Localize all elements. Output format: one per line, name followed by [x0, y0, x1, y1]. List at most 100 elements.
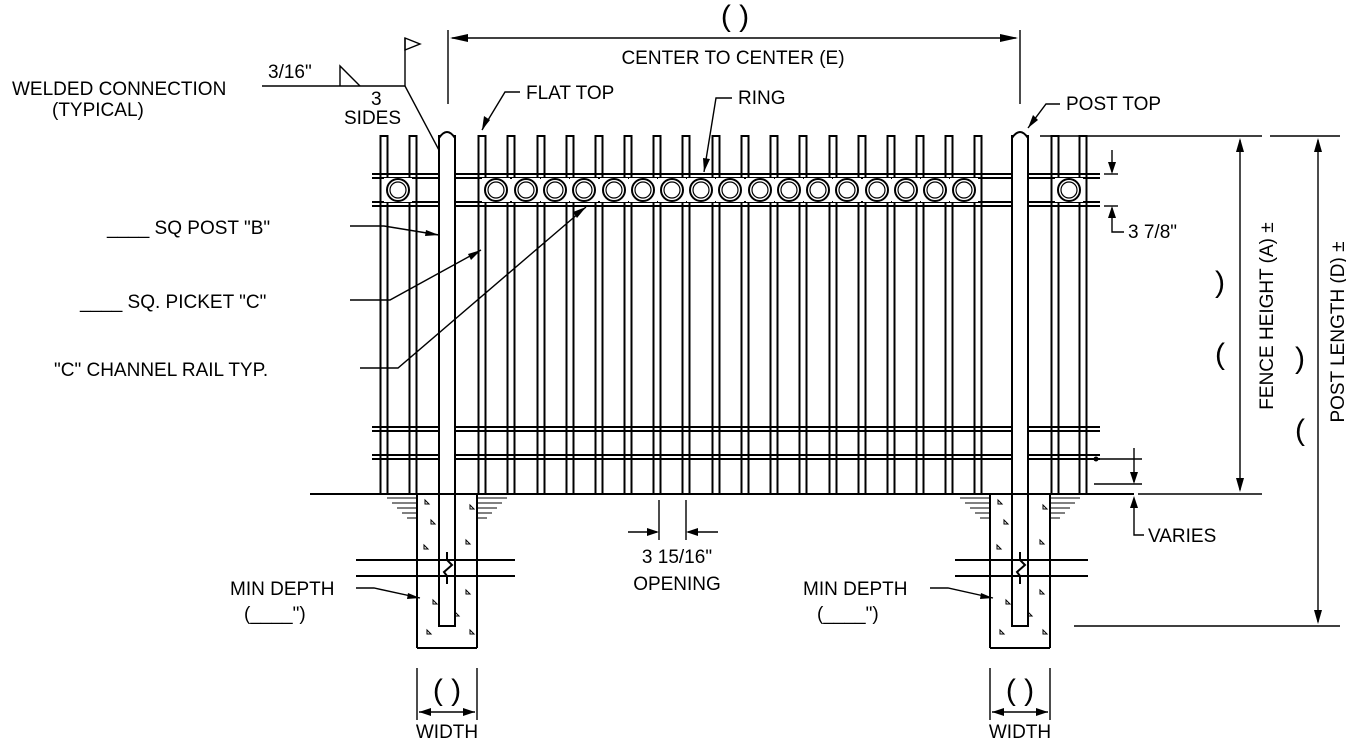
- left-width-label: WIDTH: [416, 722, 478, 743]
- ring: [543, 178, 567, 202]
- center-to-center-value: ( ): [721, 0, 749, 33]
- concrete-mark: [1042, 503, 1049, 510]
- concrete-mark: [469, 503, 476, 510]
- ring: [806, 178, 830, 202]
- concrete-mark: [1039, 588, 1046, 595]
- right-footing: [955, 493, 1088, 649]
- left-min-depth-callout: MIN DEPTH (____"): [230, 579, 421, 625]
- concrete-mark: [465, 538, 472, 545]
- ring: [718, 178, 742, 202]
- ring: [894, 178, 918, 202]
- right-min-depth-label: MIN DEPTH: [803, 579, 908, 600]
- picket: [506, 135, 516, 495]
- ring-inner: [692, 181, 710, 199]
- picket: [740, 135, 750, 495]
- rail-spacing-dimension: 3 7/8": [1104, 150, 1177, 243]
- picket: [652, 135, 662, 495]
- fence-height-paren-top: ): [1215, 266, 1225, 299]
- ring: [631, 178, 655, 202]
- post-length-paren-bottom: (: [1295, 414, 1305, 447]
- channel-rail-label: "C" CHANNEL RAIL TYP.: [54, 360, 268, 381]
- picket: [623, 135, 633, 495]
- sq-picket-label: ____ SQ. PICKET "C": [79, 292, 266, 313]
- ring-inner: [780, 181, 798, 199]
- fence-height-dimension: ) ( FENCE HEIGHT (A) ±: [1040, 135, 1278, 495]
- rings: [384, 178, 1083, 202]
- left-width-dimension: ( ) WIDTH: [416, 668, 478, 743]
- ring-label: RING: [738, 88, 786, 109]
- concrete-mark: [1003, 518, 1010, 525]
- ring: [514, 178, 538, 202]
- opening-value: 3 15/16": [642, 547, 712, 568]
- ring: [777, 178, 801, 202]
- weld-sides-number: 3: [371, 89, 382, 110]
- picket: [769, 135, 779, 495]
- opening-label: OPENING: [633, 574, 721, 595]
- concrete-mark: [996, 543, 1003, 550]
- picket: [711, 135, 721, 495]
- right-width-dimension: ( ) WIDTH: [989, 668, 1051, 743]
- post-top-callout: POST TOP: [1027, 94, 1161, 129]
- ring-inner: [926, 181, 944, 199]
- picket: [798, 135, 808, 495]
- concrete-mark: [465, 588, 472, 595]
- picket: [828, 135, 838, 495]
- left-min-depth-value: (____"): [244, 604, 306, 625]
- ring: [386, 178, 410, 202]
- concrete-mark: [469, 628, 476, 635]
- picket: [886, 135, 896, 495]
- concrete-mark: [423, 543, 430, 550]
- ring-inner: [487, 181, 505, 199]
- picket: [536, 135, 546, 495]
- ring: [572, 178, 596, 202]
- weld-label-line2: (TYPICAL): [52, 100, 144, 121]
- ring-inner: [868, 181, 886, 199]
- ring: [1057, 178, 1081, 202]
- ring-inner: [605, 181, 623, 199]
- right-min-depth-value: (____"): [817, 604, 879, 625]
- ring-inner: [751, 181, 769, 199]
- concrete-mark: [1039, 538, 1046, 545]
- left-min-depth-label: MIN DEPTH: [230, 579, 335, 600]
- picket: [565, 135, 575, 495]
- concrete-mark: [454, 610, 461, 617]
- ring-inner: [389, 181, 407, 199]
- ring: [835, 178, 859, 202]
- center-to-center-dimension: ( ) CENTER TO CENTER (E): [447, 0, 1021, 104]
- left-footing: [356, 493, 515, 649]
- ring: [660, 178, 684, 202]
- concrete-mark: [424, 498, 431, 505]
- ring: [923, 178, 947, 202]
- concrete-mark: [426, 628, 433, 635]
- concrete-mark: [997, 498, 1004, 505]
- concrete-mark: [1005, 598, 1012, 605]
- ring: [865, 178, 889, 202]
- varies-label: VARIES: [1148, 526, 1216, 547]
- soil-hatching: [387, 497, 1080, 635]
- ring: [952, 178, 976, 202]
- ring-inner: [838, 181, 856, 199]
- right-width-value: ( ): [1006, 674, 1034, 707]
- ring-inner: [517, 181, 535, 199]
- ring: [484, 178, 508, 202]
- ring-inner: [1060, 181, 1078, 199]
- concrete-mark: [432, 598, 439, 605]
- fence-height-label: FENCE HEIGHT (A) ±: [1257, 222, 1278, 409]
- flat-top-label: FLAT TOP: [526, 83, 614, 104]
- sq-post-callout: ____ SQ POST "B": [106, 218, 440, 239]
- ring: [602, 178, 626, 202]
- picket: [379, 135, 389, 495]
- fence-height-paren-bottom: (: [1215, 338, 1225, 371]
- post-top-label: POST TOP: [1066, 94, 1161, 115]
- rail-spacing-value: 3 7/8": [1128, 222, 1177, 243]
- left-width-value: ( ): [433, 674, 461, 707]
- picket: [477, 135, 487, 495]
- picket: [681, 135, 691, 495]
- post-length-paren-top: ): [1295, 342, 1305, 375]
- picket: [944, 135, 954, 495]
- weld-label-line1: WELDED CONNECTION: [12, 79, 226, 100]
- pickets: [379, 135, 1088, 495]
- picket: [915, 135, 925, 495]
- concrete-mark: [1027, 610, 1034, 617]
